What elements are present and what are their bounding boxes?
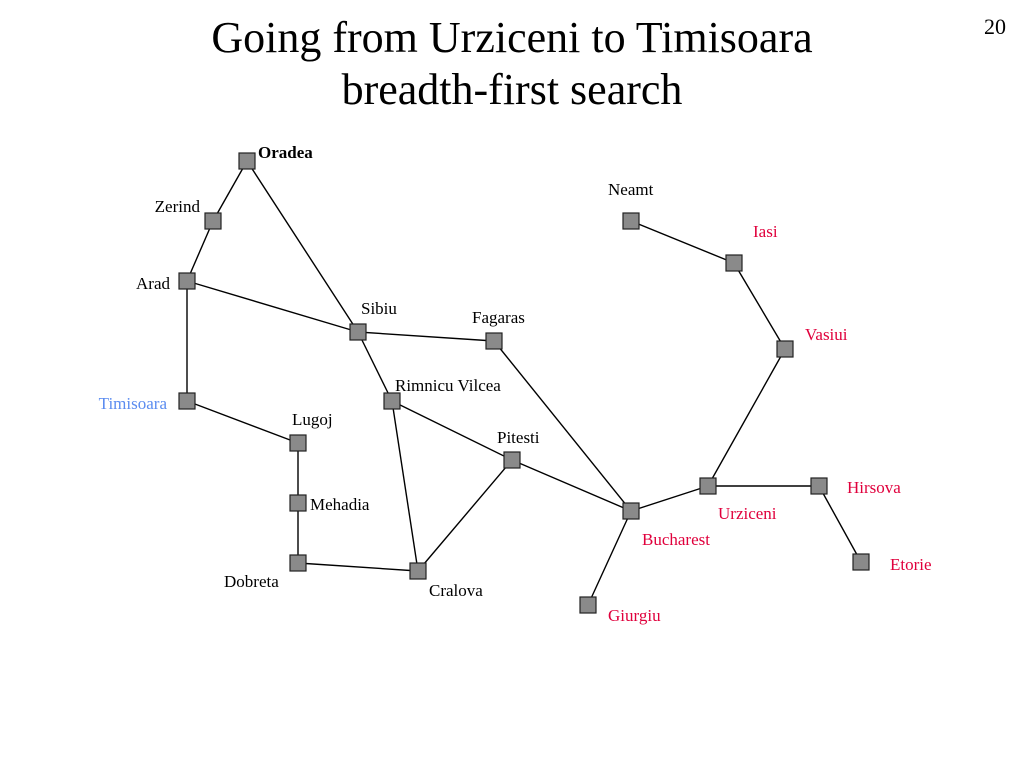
city-label-fagaras: Fagaras: [472, 308, 525, 327]
city-node-cralova: [409, 562, 427, 580]
road-sibiu-fagaras: [357, 331, 495, 342]
road-pitesti-bucharest: [511, 459, 632, 512]
city-label-cralova: Cralova: [429, 581, 483, 600]
road-timisoara-lugoj: [186, 400, 299, 444]
city-node-pitesti: [503, 451, 521, 469]
city-node-etorie: [852, 553, 870, 571]
road-fagaras-bucharest: [493, 340, 632, 512]
title-line-2: breadth-first search: [341, 65, 683, 114]
page-number: 20: [984, 14, 1006, 39]
city-label-rimnicu: Rimnicu Vilcea: [395, 376, 501, 395]
city-node-mehadia: [289, 494, 307, 512]
city-node-iasi: [725, 254, 743, 272]
road-dobreta-cralova: [297, 562, 419, 572]
city-node-arad: [178, 272, 196, 290]
city-label-bucharest: Bucharest: [642, 530, 710, 549]
road-oradea-zerind: [212, 160, 248, 222]
city-nodes: [178, 152, 870, 614]
city-node-timisoara: [178, 392, 196, 410]
city-node-neamt: [622, 212, 640, 230]
city-label-vasiui: Vasiui: [805, 325, 848, 344]
city-node-vasiui: [776, 340, 794, 358]
road-rimnicu-pitesti: [391, 400, 513, 461]
road-vasiui-iasi: [733, 262, 786, 350]
city-node-sibiu: [349, 323, 367, 341]
city-node-oradea: [238, 152, 256, 170]
road-edges: [186, 160, 862, 606]
city-label-timisoara: Timisoara: [99, 394, 168, 413]
city-node-dobreta: [289, 554, 307, 572]
city-label-hirsova: Hirsova: [847, 478, 901, 497]
road-bucharest-giurgiu: [587, 510, 632, 606]
city-label-giurgiu: Giurgiu: [608, 606, 661, 625]
road-hirsova-etorie: [818, 485, 862, 563]
road-urziceni-vasiui: [707, 348, 786, 487]
city-node-fagaras: [485, 332, 503, 350]
city-label-oradea: Oradea: [258, 143, 313, 162]
city-label-sibiu: Sibiu: [361, 299, 397, 318]
city-label-lugoj: Lugoj: [292, 410, 333, 429]
title-line-1: Going from Urziceni to Timisoara: [211, 13, 813, 62]
city-label-iasi: Iasi: [753, 222, 778, 241]
city-label-mehadia: Mehadia: [310, 495, 370, 514]
city-node-rimnicu: [383, 392, 401, 410]
road-bucharest-urziceni: [630, 485, 709, 512]
city-node-zerind: [204, 212, 222, 230]
city-node-urziceni: [699, 477, 717, 495]
road-zerind-arad: [186, 220, 214, 282]
city-label-arad: Arad: [136, 274, 170, 293]
road-iasi-neamt: [630, 220, 735, 264]
road-cralova-pitesti: [417, 459, 513, 572]
city-label-neamt: Neamt: [608, 180, 654, 199]
city-node-bucharest: [622, 502, 640, 520]
city-label-etorie: Etorie: [890, 555, 932, 574]
city-label-urziceni: Urziceni: [718, 504, 777, 523]
road-arad-sibiu: [186, 280, 359, 333]
road-oradea-sibiu: [246, 160, 359, 333]
road-sibiu-rimnicu: [357, 331, 393, 402]
city-node-hirsova: [810, 477, 828, 495]
city-label-dobreta: Dobreta: [224, 572, 279, 591]
road-rimnicu-cralova: [391, 400, 419, 572]
city-label-pitesti: Pitesti: [497, 428, 540, 447]
slide-title: Going from Urziceni to Timisoara breadth…: [0, 12, 1024, 116]
city-label-zerind: Zerind: [155, 197, 201, 216]
city-node-giurgiu: [579, 596, 597, 614]
city-node-lugoj: [289, 434, 307, 452]
